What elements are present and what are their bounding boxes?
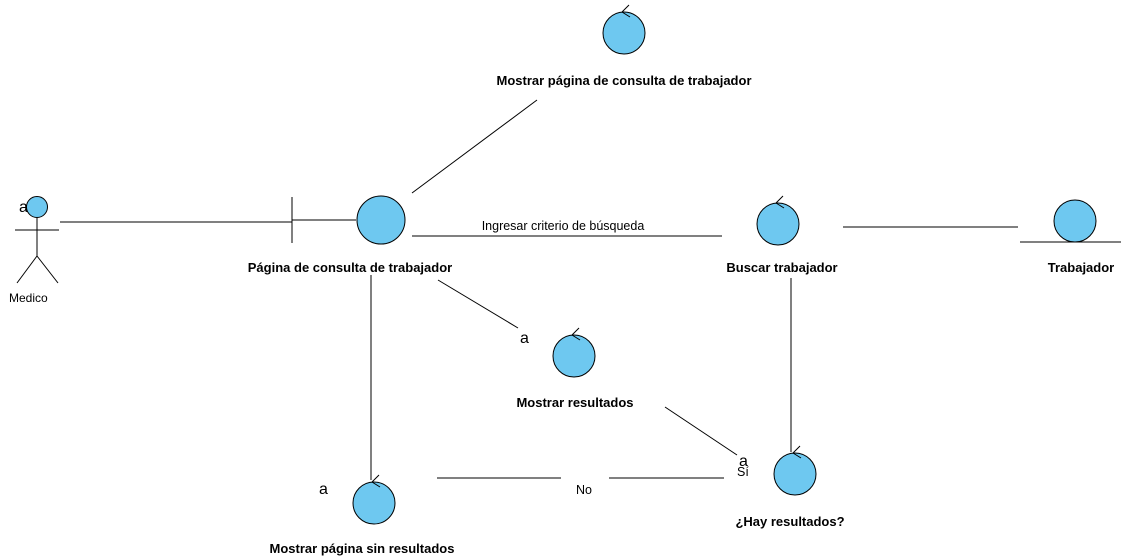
control-show-results-label: Mostrar resultados <box>516 395 633 410</box>
control-show-results[interactable]: a Mostrar resultados <box>516 327 634 410</box>
control-has-results[interactable]: a Sí ¿Hay resultados? <box>735 445 845 529</box>
control-has-results-label: ¿Hay resultados? <box>735 514 844 529</box>
actor-medico[interactable]: a Medico <box>9 196 59 306</box>
edge-boundary-show-results <box>437 279 519 329</box>
actor-label: Medico <box>9 291 48 305</box>
actor-multiplicity: a <box>19 199 28 216</box>
control-show-page-label: Mostrar página de consulta de trabajador <box>497 73 752 88</box>
control-no-results[interactable]: a Mostrar página sin resultados <box>270 474 455 556</box>
entity-worker-label: Trabajador <box>1048 260 1114 275</box>
control-icon <box>602 4 646 55</box>
edge-boundary-show-page <box>411 99 538 194</box>
control-icon <box>773 445 817 496</box>
edge-show-results-has-results <box>664 406 738 456</box>
control-no-results-label: Mostrar página sin resultados <box>270 541 455 556</box>
edges <box>60 99 1018 480</box>
no-results-multiplicity: a <box>319 481 328 498</box>
stick-figure-actor-icon <box>15 196 59 284</box>
has-results-multiplicity: a <box>739 453 748 470</box>
edge-label-yes: Sí <box>737 465 749 479</box>
control-search[interactable]: Buscar trabajador <box>726 195 838 275</box>
edge-label-no: No <box>576 483 592 497</box>
entity-icon <box>1020 199 1121 243</box>
control-search-label: Buscar trabajador <box>726 260 837 275</box>
control-show-page[interactable]: Mostrar página de consulta de trabajador <box>497 4 752 88</box>
boundary-icon <box>291 195 406 245</box>
boundary-page-label: Página de consulta de trabajador <box>248 260 452 275</box>
control-icon <box>756 195 800 246</box>
control-icon <box>552 327 596 378</box>
entity-worker[interactable]: Trabajador <box>1020 199 1121 275</box>
boundary-page-consulta[interactable]: Página de consulta de trabajador <box>248 195 452 275</box>
control-icon <box>352 474 396 525</box>
show-results-multiplicity: a <box>520 330 529 347</box>
edge-label-search-criteria: Ingresar criterio de búsqueda <box>482 219 645 233</box>
